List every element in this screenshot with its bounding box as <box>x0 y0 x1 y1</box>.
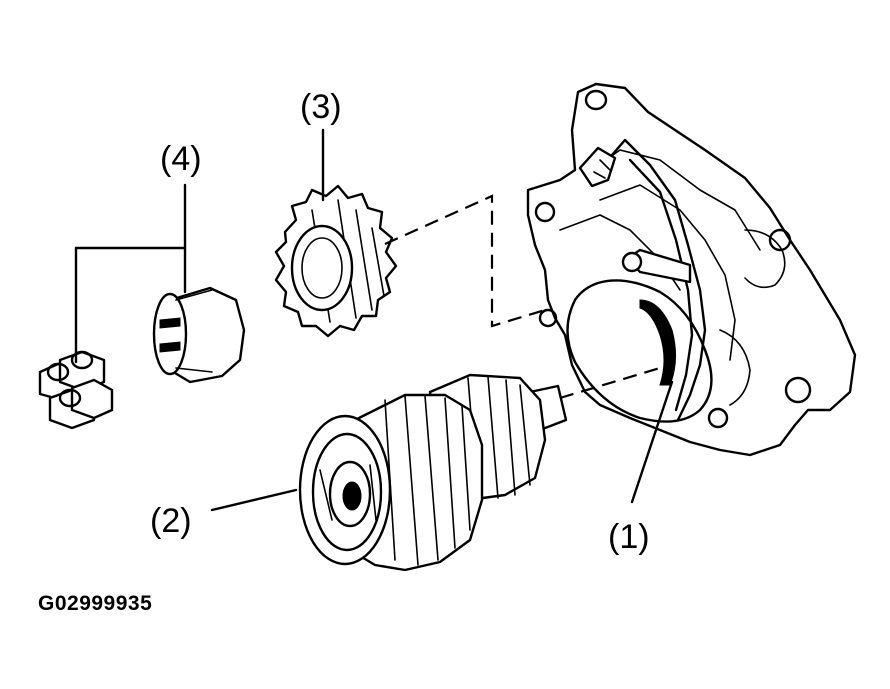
callout-1: (1) <box>608 518 650 556</box>
rollers <box>38 350 114 430</box>
leader-lines <box>74 128 674 512</box>
callout-2: (2) <box>150 502 192 540</box>
starter-housing <box>526 82 857 457</box>
callout-4: (4) <box>160 140 202 178</box>
roller-retainer <box>152 286 246 384</box>
idler-gear <box>274 184 398 338</box>
callout-3: (3) <box>300 88 342 126</box>
starter-drive-assembly <box>298 373 568 572</box>
figure-id: G02999935 <box>38 592 153 615</box>
alignment-lines <box>384 194 661 400</box>
